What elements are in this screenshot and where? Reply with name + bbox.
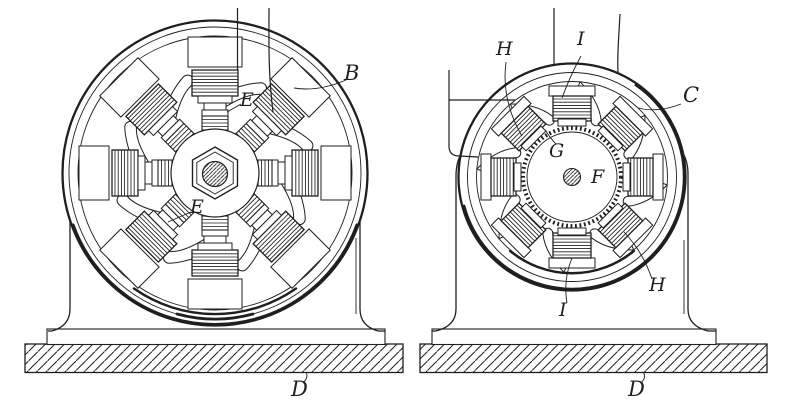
- left-shaft: [201, 160, 229, 188]
- right-leader-lines: [504, 55, 682, 384]
- label-coil-e-lower: E: [190, 196, 204, 218]
- label-coil-i-lower: I: [559, 299, 567, 321]
- right-motor-wheel: [457, 62, 687, 292]
- figure-left: [24, 7, 404, 384]
- label-ring-b: B: [344, 61, 360, 85]
- label-shaft-f: F: [591, 166, 605, 188]
- label-coil-i-upper: I: [577, 28, 585, 50]
- left-pedestal: [48, 216, 385, 332]
- right-base-slab: [419, 328, 768, 374]
- figure-right: [419, 8, 768, 384]
- left-motor-wheel: [61, 19, 369, 327]
- left-base-slab: [24, 328, 404, 374]
- left-rotor-hub: [170, 128, 260, 218]
- toothed-ring: [521, 126, 623, 228]
- left-supply-wires: [236, 7, 274, 113]
- label-coil-e-upper: E: [240, 89, 254, 111]
- right-wheel-shading: [462, 83, 686, 291]
- label-armature-g: G: [549, 140, 565, 162]
- right-shaft: [562, 167, 582, 187]
- left-leader-lines: [167, 79, 347, 384]
- label-pole-h-lower: H: [649, 274, 666, 296]
- label-base-d-left: D: [291, 377, 308, 401]
- right-supply-wires: [448, 8, 621, 158]
- left-wheel-shading: [71, 223, 359, 327]
- label-ring-c: C: [683, 83, 700, 107]
- label-base-d-right: D: [628, 377, 645, 401]
- label-pole-h-upper: H: [496, 38, 513, 60]
- right-armature-core: [521, 126, 623, 228]
